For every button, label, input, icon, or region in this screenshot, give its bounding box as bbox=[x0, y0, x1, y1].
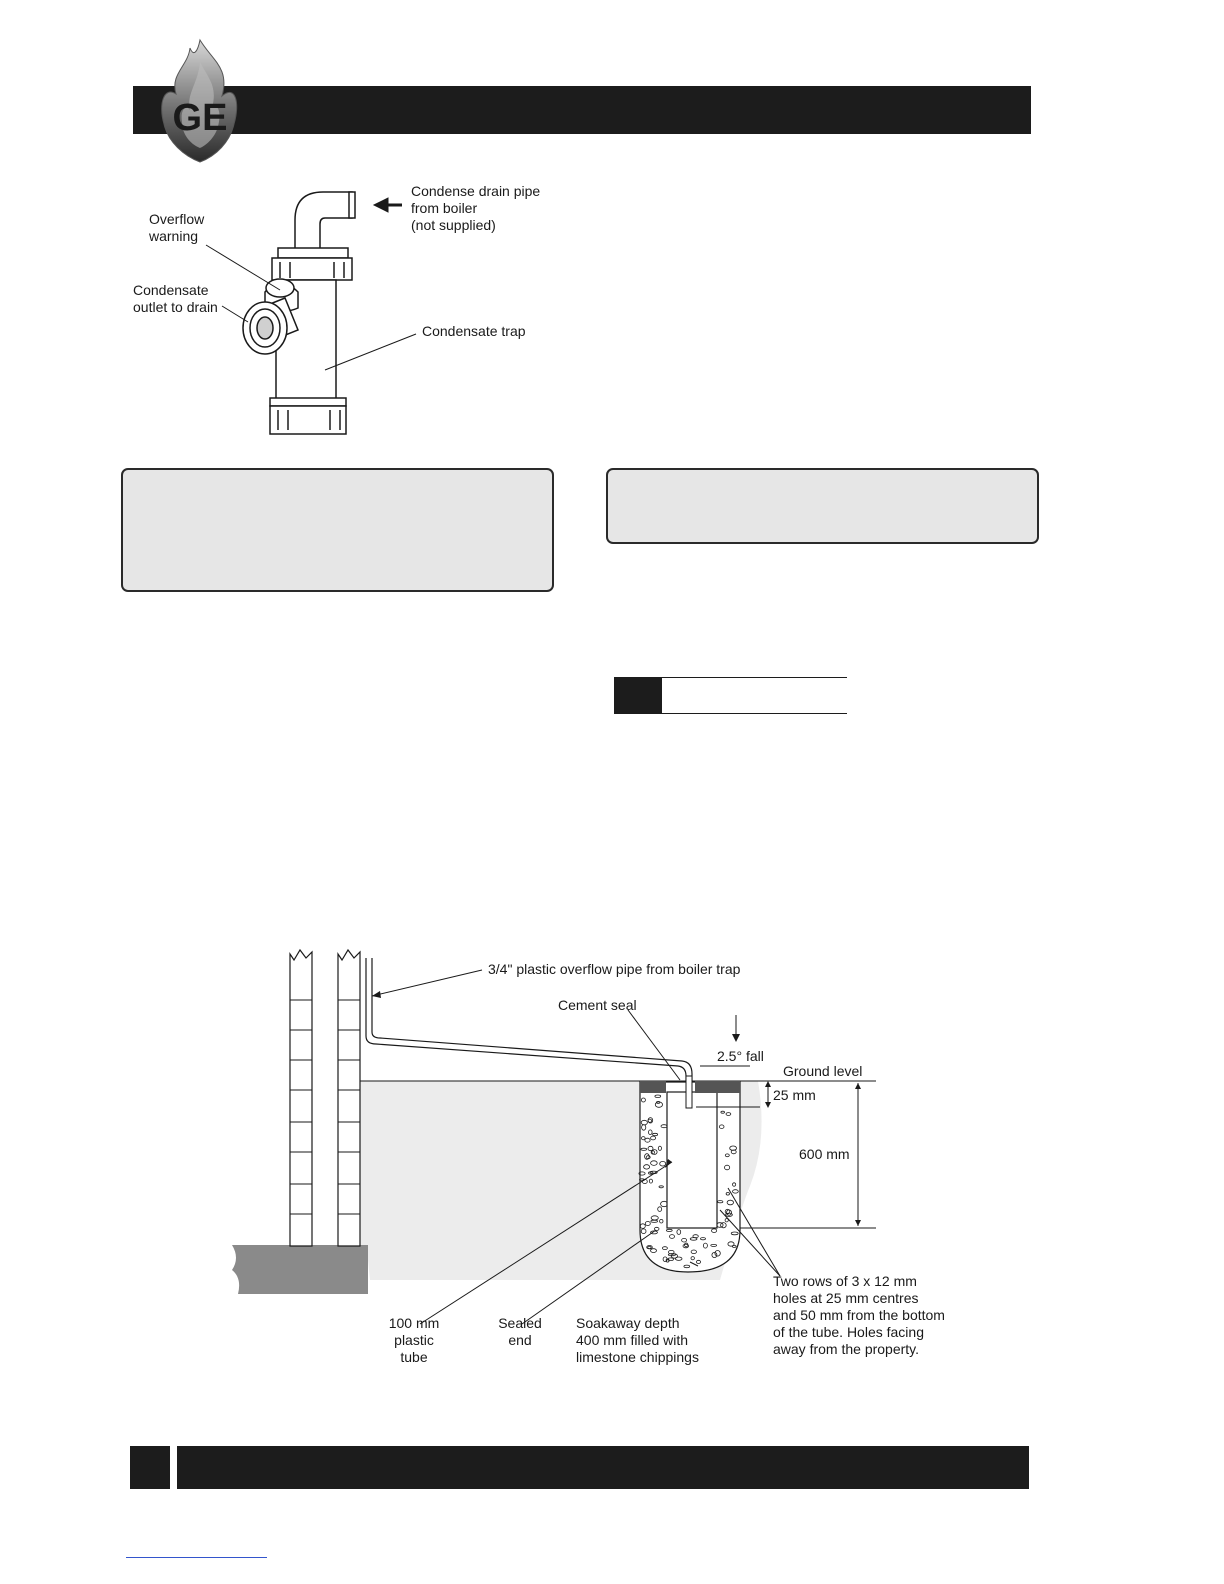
gravel-chip bbox=[644, 1137, 651, 1143]
label-overflow-warning: Overflow warning bbox=[149, 211, 205, 244]
gravel-chip bbox=[711, 1228, 718, 1233]
gravel-chip bbox=[720, 1110, 725, 1114]
label-cement-seal: Cement seal bbox=[558, 997, 637, 1013]
gravel-chip bbox=[669, 1234, 675, 1239]
gravel-chip bbox=[662, 1256, 668, 1262]
label-condense-drain: Condense drain pipe from boiler (not sup… bbox=[411, 183, 541, 233]
gravel-chip bbox=[684, 1242, 689, 1248]
gravel-chip bbox=[654, 1226, 660, 1231]
gravel-chip bbox=[650, 1215, 659, 1221]
gravel-chip bbox=[644, 1221, 651, 1226]
ge-flame-logo: GE bbox=[150, 38, 250, 166]
gravel-chip bbox=[654, 1101, 663, 1108]
gravel-chip bbox=[658, 1185, 664, 1189]
gravel-chip bbox=[656, 1100, 661, 1104]
gravel-chip bbox=[710, 1243, 718, 1247]
gravel-chip bbox=[639, 1223, 646, 1229]
footer-bar bbox=[177, 1446, 1029, 1489]
gravel-chip bbox=[650, 1160, 658, 1166]
gravel-chip bbox=[659, 1160, 667, 1167]
gravel-chip bbox=[695, 1259, 701, 1264]
label-holes: Two rows of 3 x 12 mm holes at 25 mm cen… bbox=[773, 1273, 945, 1357]
gravel-chip bbox=[661, 1246, 668, 1250]
gravel-chip bbox=[682, 1243, 689, 1249]
gravel-chip bbox=[725, 1192, 730, 1196]
gravel-chip bbox=[648, 1171, 654, 1175]
gravel-chip bbox=[648, 1178, 653, 1184]
soakaway-diagram bbox=[220, 940, 1000, 1380]
header-bar bbox=[133, 86, 1031, 134]
gravel-chip bbox=[702, 1242, 708, 1249]
gravel-chip bbox=[726, 1199, 734, 1206]
gravel-chip bbox=[647, 1145, 654, 1152]
gravel-chip bbox=[643, 1164, 651, 1170]
gravel-chip bbox=[724, 1218, 729, 1223]
gravel-chip bbox=[675, 1256, 683, 1261]
gravel-chip bbox=[690, 1249, 697, 1254]
gravel-chip bbox=[732, 1189, 739, 1194]
label-condensate-trap: Condensate trap bbox=[422, 323, 526, 339]
note-box-right bbox=[606, 468, 1039, 544]
gravel-chip bbox=[644, 1153, 650, 1160]
gravel-chip bbox=[650, 1248, 657, 1253]
gravel-chip bbox=[659, 1219, 664, 1224]
gravel-chip bbox=[719, 1124, 725, 1129]
gravel-chip bbox=[657, 1145, 662, 1151]
gravel-chip bbox=[690, 1256, 695, 1261]
label-25-mm: 25 mm bbox=[773, 1087, 816, 1103]
page-number-box bbox=[130, 1446, 170, 1489]
gravel-chip bbox=[665, 1228, 673, 1232]
footer-rule bbox=[126, 1557, 267, 1558]
section-number-tab bbox=[614, 677, 662, 714]
gravel-chip bbox=[641, 1124, 647, 1131]
gravel-chip bbox=[654, 1094, 662, 1098]
gravel-chip bbox=[692, 1234, 699, 1239]
gravel-chip bbox=[648, 1129, 653, 1135]
gravel-chip bbox=[657, 1206, 663, 1212]
gravel-chip bbox=[725, 1112, 732, 1116]
gravel-chip bbox=[638, 1171, 646, 1176]
condensate-trap-figure bbox=[120, 180, 560, 440]
gravel-chip bbox=[731, 1244, 737, 1248]
gravel-chip bbox=[729, 1145, 737, 1151]
gravel-chip bbox=[640, 1097, 646, 1103]
label-fall: 2.5° fall bbox=[717, 1048, 764, 1064]
gravel-chip bbox=[667, 1257, 674, 1261]
gravel-chip bbox=[647, 1245, 652, 1249]
section-rule-top bbox=[662, 677, 847, 678]
gravel-chip bbox=[727, 1241, 735, 1247]
gravel-chip bbox=[724, 1153, 730, 1158]
gravel-chip bbox=[640, 1147, 648, 1151]
gravel-chip bbox=[714, 1250, 721, 1257]
gravel-chip bbox=[720, 1222, 727, 1229]
gravel-chip bbox=[640, 1228, 647, 1234]
gravel-chip bbox=[651, 1149, 658, 1155]
label-ground-level: Ground level bbox=[783, 1063, 863, 1079]
gravel-chip bbox=[711, 1251, 718, 1258]
gravel-chip bbox=[700, 1237, 706, 1241]
gravel-chip bbox=[732, 1182, 737, 1187]
label-condensate-outlet: Condensate outlet to drain bbox=[133, 282, 218, 315]
gravel-chip bbox=[725, 1212, 733, 1217]
gravel-chip bbox=[667, 1253, 676, 1257]
gravel-chip bbox=[647, 1118, 652, 1123]
gravel-chip bbox=[650, 1135, 657, 1141]
gravel-chip bbox=[652, 1132, 659, 1137]
gravel-chip bbox=[683, 1264, 691, 1269]
logo-g: GE bbox=[173, 97, 228, 139]
gravel-chip bbox=[641, 1136, 646, 1141]
gravel-chip bbox=[730, 1231, 739, 1236]
label-600-mm: 600 mm bbox=[799, 1146, 850, 1162]
label-overflow-pipe: 3/4" plastic overflow pipe from boiler t… bbox=[488, 961, 741, 977]
gravel-chip bbox=[681, 1238, 688, 1243]
gravel-chip bbox=[676, 1229, 682, 1235]
label-soakaway-depth: Soakaway depth 400 mm filled with limest… bbox=[576, 1315, 699, 1365]
gravel-chip bbox=[724, 1208, 731, 1215]
gravel-chip bbox=[724, 1164, 731, 1171]
label-sealed-end: Sealed end bbox=[498, 1315, 542, 1348]
note-box-left bbox=[121, 468, 554, 592]
label-plastic-tube: 100 mm plastic tube bbox=[388, 1315, 440, 1365]
section-rule-bottom bbox=[662, 713, 847, 714]
